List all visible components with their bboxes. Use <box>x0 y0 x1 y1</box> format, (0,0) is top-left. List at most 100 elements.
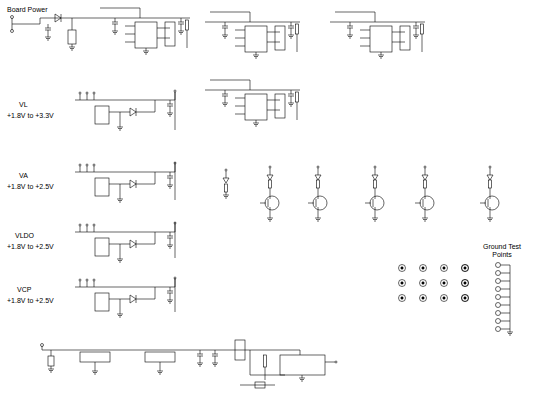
wire <box>168 186 172 187</box>
wire <box>360 46 370 47</box>
wire <box>109 112 130 113</box>
wire <box>348 36 352 37</box>
wire <box>45 28 51 29</box>
wire <box>72 44 73 47</box>
terminal <box>79 224 81 226</box>
diode-symbol <box>55 14 61 22</box>
wire <box>235 30 245 31</box>
wire <box>318 197 319 199</box>
wire <box>253 123 259 124</box>
wire <box>501 321 511 322</box>
wire <box>118 315 122 316</box>
wire <box>125 42 135 43</box>
terminal <box>93 224 95 226</box>
wire <box>365 203 371 204</box>
terminal <box>86 164 88 166</box>
wire <box>80 94 81 100</box>
wire <box>288 103 294 104</box>
wire <box>375 215 376 218</box>
wire <box>490 207 491 215</box>
wire <box>158 372 162 373</box>
terminal <box>399 265 406 272</box>
terminal <box>11 30 14 33</box>
terminal <box>401 267 403 269</box>
wire <box>170 100 171 104</box>
terminal <box>496 311 501 316</box>
wire <box>42 350 300 351</box>
diode-symbol <box>130 240 136 248</box>
wire <box>315 218 321 219</box>
wire <box>119 262 121 263</box>
wire <box>119 202 121 203</box>
terminal <box>441 280 448 287</box>
component-body <box>245 26 267 52</box>
wire <box>51 366 52 369</box>
wire <box>80 281 81 287</box>
wire <box>317 221 319 222</box>
terminal <box>496 271 501 276</box>
wire <box>181 24 182 28</box>
wire <box>223 36 227 37</box>
wire <box>49 370 53 371</box>
wire <box>118 260 122 261</box>
component-body <box>68 30 76 44</box>
terminal <box>462 295 469 302</box>
wire <box>197 363 203 364</box>
terminal <box>443 282 445 284</box>
wire <box>415 38 417 39</box>
component-body <box>317 180 320 188</box>
terminal <box>79 164 81 166</box>
wire <box>71 50 73 51</box>
wire <box>48 24 49 28</box>
led-symbol <box>223 178 229 183</box>
wire <box>213 364 217 365</box>
wire <box>372 218 378 219</box>
wire <box>170 238 171 242</box>
wire <box>168 301 172 302</box>
wire <box>490 168 491 175</box>
terminal <box>489 166 491 168</box>
wire <box>169 116 171 117</box>
component-body <box>264 355 267 367</box>
terminal <box>370 196 384 210</box>
terminal <box>422 267 424 269</box>
led-symbol <box>487 175 493 180</box>
terminal <box>420 265 427 272</box>
wire <box>489 221 491 222</box>
wire <box>256 52 257 55</box>
wire <box>94 226 95 232</box>
wire <box>380 58 382 59</box>
wire <box>175 278 176 312</box>
led-symbol <box>315 175 321 180</box>
wire <box>80 226 81 232</box>
wire <box>267 32 280 33</box>
wire <box>508 333 512 334</box>
wire <box>47 40 49 41</box>
wire <box>117 259 123 260</box>
wire <box>318 215 319 218</box>
component-body <box>275 26 285 50</box>
terminal <box>496 295 501 300</box>
wire <box>42 346 43 350</box>
wire <box>159 374 161 375</box>
supply-label: +1.8V to +2.5V <box>6 297 55 305</box>
supply-label: +1.8V to +2.5V <box>6 243 55 251</box>
wire <box>167 104 173 105</box>
supply-label: VLDO <box>14 232 35 240</box>
component-body <box>95 293 109 311</box>
terminal <box>464 267 466 269</box>
wire <box>501 297 511 298</box>
wire <box>414 36 418 37</box>
wire <box>222 103 228 104</box>
wire <box>225 90 226 94</box>
wire <box>222 94 228 95</box>
wire <box>75 287 175 288</box>
wire <box>360 38 370 39</box>
wire <box>215 360 216 363</box>
wire <box>120 124 121 127</box>
wire <box>87 166 88 172</box>
wire <box>120 184 121 196</box>
wire <box>157 371 163 372</box>
wire <box>120 311 121 314</box>
wire <box>225 96 226 100</box>
